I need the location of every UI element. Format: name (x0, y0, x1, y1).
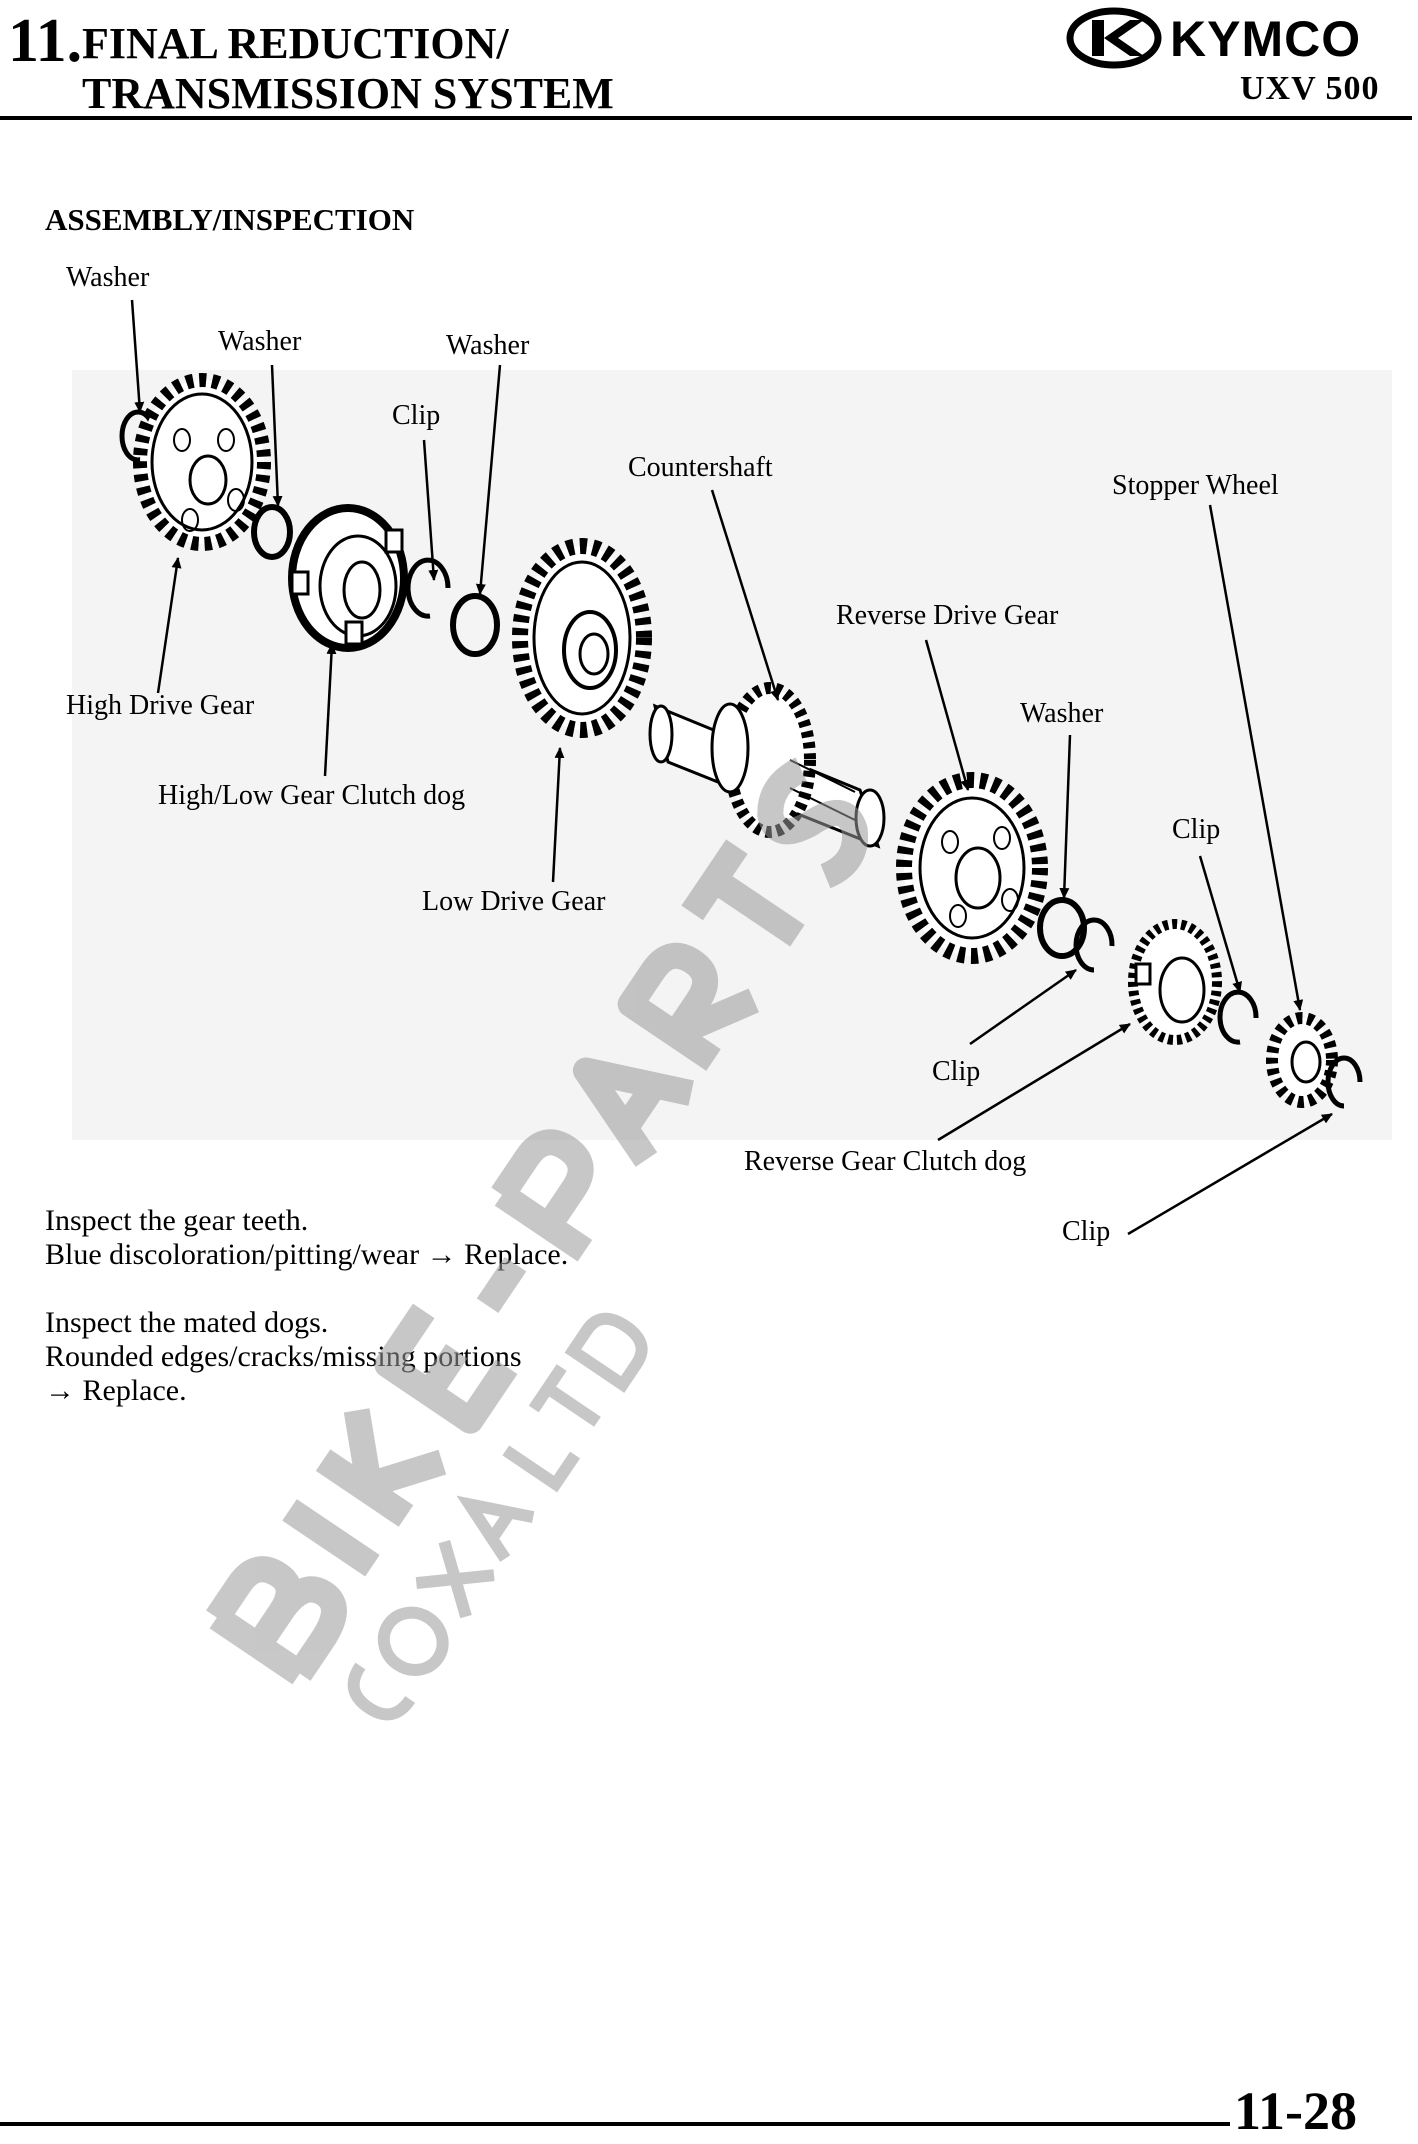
clutch-dog-icon (1128, 919, 1222, 1045)
callout-washer: Washer (66, 262, 150, 293)
note-inspect-mated-dogs: Inspect the mated dogs. (45, 1306, 329, 1339)
callout-high-low-gear-clutch-dog: High/Low Gear Clutch dog (158, 780, 466, 811)
chapter-title-line2: TRANSMISSION SYSTEM (82, 69, 614, 118)
clip-icon (1325, 1055, 1363, 1109)
clutch-dog-icon (288, 504, 408, 652)
section-heading: ASSEMBLY/INSPECTION (45, 202, 415, 237)
washer-icon (251, 504, 293, 560)
washer-icon (1037, 897, 1087, 959)
callout-reverse-drive-gear: Reverse Drive Gear (836, 600, 1059, 631)
callout-clip: Clip (392, 400, 441, 431)
note-inspect-gear-teeth: Inspect the gear teeth. (45, 1204, 309, 1237)
callout-washer: Washer (1020, 698, 1104, 729)
clip-icon (1073, 917, 1115, 973)
callout-stopper-wheel: Stopper Wheel (1112, 470, 1279, 501)
callout-washer: Washer (446, 330, 530, 361)
stopper-wheel-icon (1266, 1012, 1338, 1108)
kymco-logo: KYMCO (1066, 7, 1361, 69)
header-rule (0, 116, 1412, 120)
gear-icon (512, 538, 652, 738)
gear-icon (896, 772, 1048, 964)
callout-low-drive-gear: Low Drive Gear (422, 886, 606, 917)
chapter-number: 11. (8, 7, 83, 75)
washer-icon (450, 593, 500, 657)
callout-clip: Clip (932, 1056, 981, 1087)
callout-clip: Clip (1172, 814, 1221, 845)
callout-clip: Clip (1062, 1216, 1111, 1247)
brand-name: KYMCO (1170, 11, 1361, 67)
chapter-title-line1: FINAL REDUCTION/ (82, 19, 509, 68)
clip-icon (405, 557, 451, 619)
callout-reverse-gear-clutch-dog: Reverse Gear Clutch dog (744, 1146, 1027, 1177)
callout-washer: Washer (218, 326, 302, 357)
callout-high-drive-gear: High Drive Gear (66, 690, 255, 721)
leader-lines (130, 299, 1333, 1236)
page-number: 11-28 (1234, 2081, 1358, 2141)
clip-icon (1217, 989, 1259, 1045)
model-name: UXV 500 (1240, 70, 1380, 107)
note-gear-replace: Blue discoloration/pitting/wear → Replac… (45, 1238, 569, 1271)
callout-countershaft: Countershaft (628, 452, 773, 483)
gear-icon (133, 373, 271, 551)
note-dog-defects: Rounded edges/cracks/missing portions (45, 1340, 522, 1373)
note-dog-replace: → Replace. (45, 1374, 187, 1407)
footer-rule (0, 2122, 1230, 2126)
